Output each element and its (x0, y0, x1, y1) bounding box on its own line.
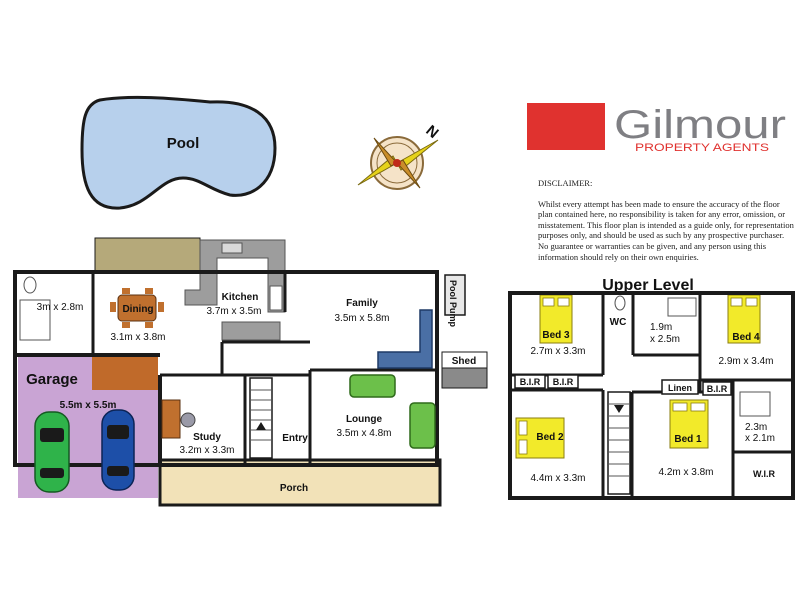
toilet-icon (23, 276, 37, 294)
study-size: 3.2m x 3.3m (179, 445, 234, 456)
linen-label: Linen (668, 383, 692, 393)
bed1-bed-icon (669, 399, 709, 449)
green-car-icon (34, 411, 70, 493)
kitchen-sink-icon (221, 242, 243, 254)
upper-bath-size-line1: 1.9m (650, 322, 672, 333)
bed1-size: 4.2m x 3.8m (658, 467, 713, 478)
bed4-size: 2.9m x 3.4m (718, 356, 773, 367)
shed-label: Shed (452, 356, 476, 367)
upper-level-title: Upper Level (602, 277, 694, 294)
compass-icon (357, 136, 439, 190)
brand-tagline: PROPERTY AGENTS (635, 142, 769, 154)
bir3-label: B.I.R (707, 384, 728, 394)
pool-pump-label: Pool Pump (448, 280, 458, 328)
ensuite-shower-icon (739, 391, 771, 417)
bir1-box (514, 374, 546, 389)
ensuite-size-line2: x 2.1m (745, 433, 775, 444)
bed2-name: Bed 2 (536, 432, 564, 443)
bir2-label: B.I.R (553, 377, 574, 387)
upper-stairs (607, 391, 631, 495)
family-size: 3.5m x 5.8m (334, 313, 389, 324)
upper-bath-tub-icon (667, 297, 697, 317)
disclaimer-text: Whilst every attempt has been made to en… (538, 198, 794, 262)
blue-car-icon (101, 409, 135, 491)
wir-label: W.I.R (753, 469, 775, 479)
kitchen-island (221, 321, 281, 341)
bed3-bed-icon (539, 294, 573, 344)
family-sofa-icon (377, 309, 433, 369)
brand-logo-red-block (527, 103, 605, 150)
bir2-box (547, 374, 579, 389)
compass-north-label: N (422, 122, 441, 142)
porch-floor (158, 458, 442, 507)
bed2-bed-icon (515, 417, 565, 459)
brand-name: Gilmour (614, 103, 786, 147)
upper-wc-toilet-icon (614, 295, 626, 311)
bir3-box (702, 381, 732, 396)
wc-name: WC (610, 317, 627, 328)
lounge-armchair-icon (409, 402, 436, 449)
dining-table-icon (110, 288, 164, 328)
lounge-sofa-icon (349, 374, 396, 398)
study-chair-icon (180, 412, 196, 428)
shower-icon (19, 299, 51, 341)
study-name: Study (193, 432, 221, 443)
cooktop-icon (269, 285, 283, 311)
dining-size: 3.1m x 3.8m (110, 332, 165, 343)
kitchen-name: Kitchen (222, 292, 259, 303)
shed-label-box (441, 351, 488, 369)
porch-name: Porch (280, 483, 308, 494)
disclaimer-title: DISCLAIMER: (538, 178, 593, 188)
bed1-name: Bed 1 (674, 434, 702, 445)
bed4-name: Bed 4 (732, 332, 760, 343)
bir1-label: B.I.R (520, 377, 541, 387)
upper-floor-outline (508, 291, 795, 500)
garage-name: Garage (26, 371, 78, 388)
dining-name: Dining (122, 304, 153, 315)
study-desk-icon (161, 399, 181, 439)
ground-bath-size: 3m x 2.8m (37, 302, 84, 313)
disclaimer-block: DISCLAIMER: Whilst every attempt has bee… (538, 178, 796, 262)
linen-box (661, 379, 699, 395)
ensuite-size-line1: 2.3m (745, 422, 767, 433)
entry-name: Entry (282, 433, 308, 444)
garage-storage (92, 357, 158, 390)
pool (80, 95, 277, 210)
pool-pump-box (444, 274, 466, 316)
garage-size: 5.5m x 5.5m (60, 400, 117, 411)
bed4-bed-icon (727, 294, 761, 344)
upper-bath-size-line2: x 2.5m (650, 334, 680, 345)
bed3-name: Bed 3 (542, 330, 570, 341)
lounge-name: Lounge (346, 414, 383, 425)
family-name: Family (346, 298, 378, 309)
kitchen-size: 3.7m x 3.5m (206, 306, 261, 317)
lounge-size: 3.5m x 4.8m (336, 428, 391, 439)
pool-label: Pool (167, 135, 200, 152)
bed3-size: 2.7m x 3.3m (530, 346, 585, 357)
bed2-size: 4.4m x 3.3m (530, 473, 585, 484)
patio (94, 237, 201, 274)
ground-stairs (249, 377, 273, 459)
